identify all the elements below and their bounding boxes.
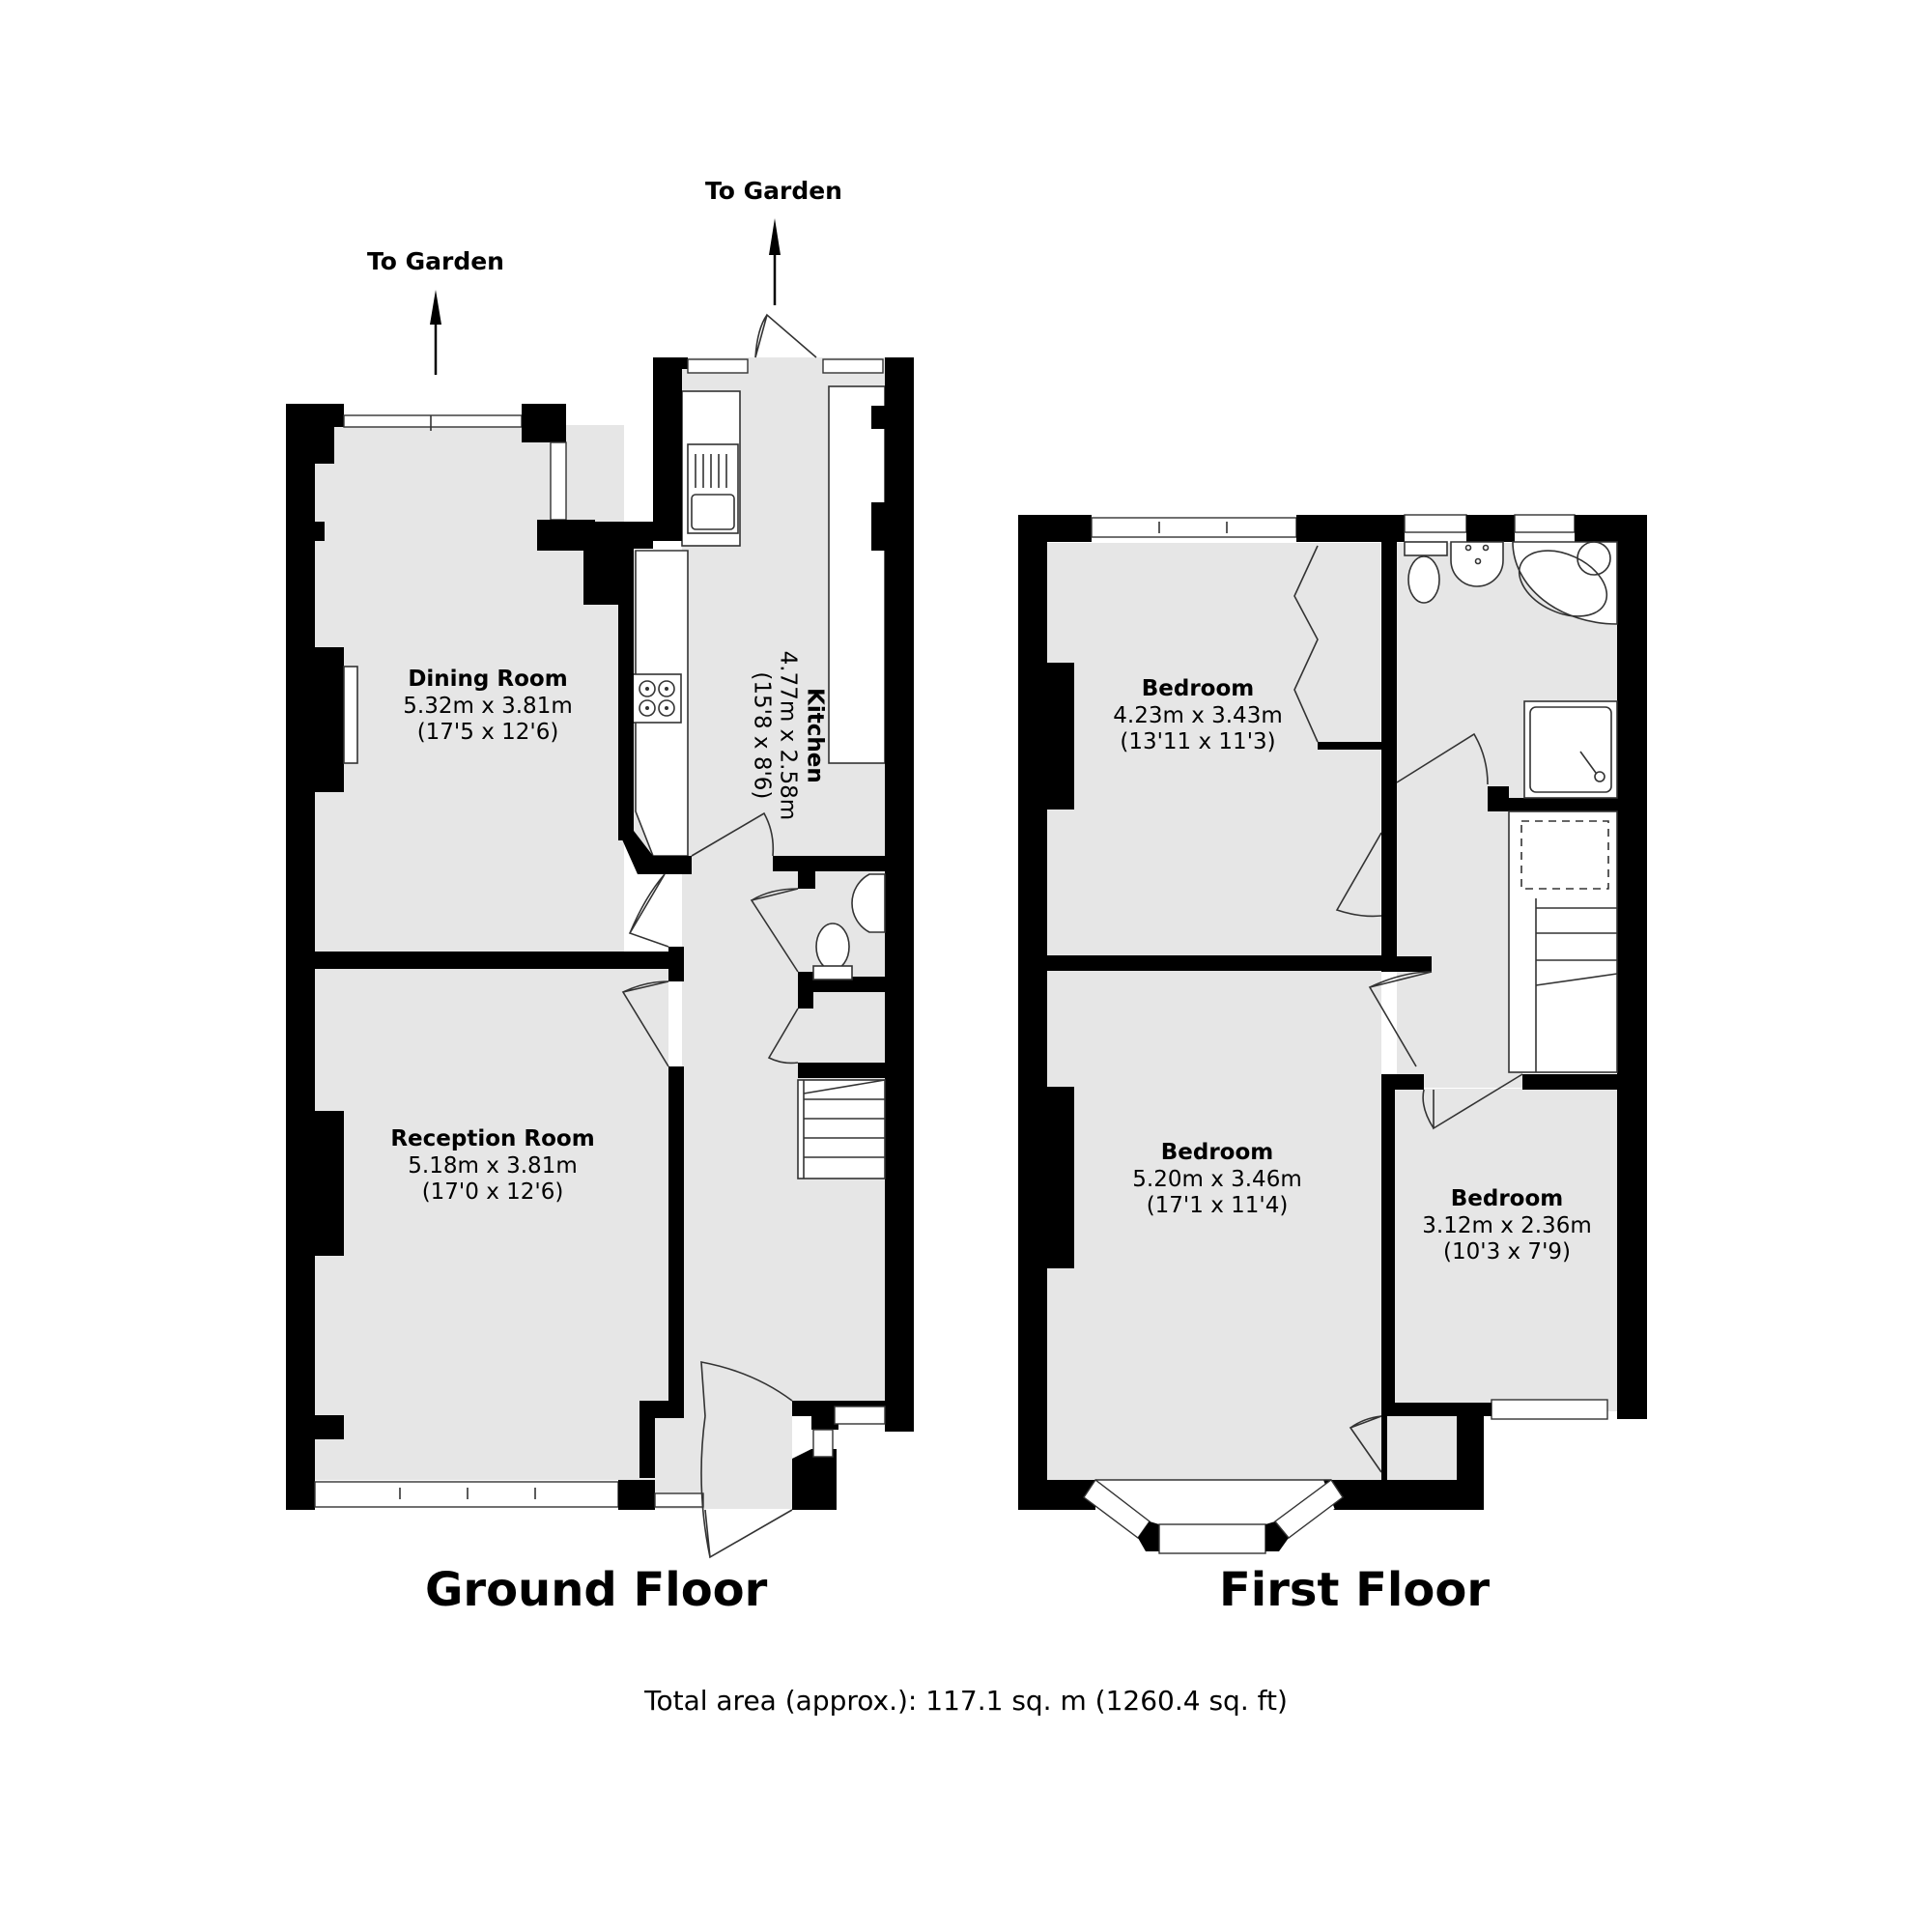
- kitchen-back-door-swing: [754, 313, 817, 358]
- room-metric: 5.20m x 3.46m: [1132, 1166, 1302, 1192]
- to-garden-label-left: To Garden: [367, 247, 504, 275]
- bathroom-window-right: [1514, 514, 1576, 533]
- first-floor-plan: [1018, 514, 1647, 1554]
- room-metric: 4.23m x 3.43m: [1113, 702, 1283, 728]
- bay-window-center: [1158, 1523, 1266, 1554]
- bedroom-1-label: Bedroom 4.23m x 3.43m (13'11 x 11'3): [1092, 676, 1304, 756]
- to-garden-label-right: To Garden: [705, 177, 842, 205]
- bedroom-1-wardrobe-doors: [1293, 545, 1319, 743]
- room-imperial: (17'5 x 12'6): [416, 720, 559, 746]
- dining-room-label: Dining Room 5.32m x 3.81m (17'5 x 12'6): [377, 667, 599, 747]
- porch-inner-door-swing: [700, 1361, 793, 1417]
- hall-window: [834, 1406, 886, 1425]
- room-name: Bedroom: [1141, 676, 1255, 701]
- wc-door-swing: [750, 888, 799, 973]
- room-name: Bedroom: [1450, 1186, 1564, 1211]
- reception-bay-window: [314, 1481, 619, 1508]
- room-metric: 5.18m x 3.81m: [408, 1152, 578, 1179]
- wc-toilet-icon: [815, 923, 850, 971]
- kitchen-hob-icon: [632, 673, 682, 724]
- reception-room-floor: [315, 966, 668, 1480]
- ground-floor-stairs: [797, 1079, 886, 1179]
- bedroom-1-door-swing: [1335, 832, 1382, 918]
- bedroom-1-window: [1091, 517, 1297, 538]
- dining-door-swing: [628, 873, 669, 948]
- total-area-text: Total area (approx.): 117.1 sq. m (1260.…: [644, 1685, 1288, 1717]
- bathroom-shower-icon: [1523, 700, 1618, 799]
- bathroom-door-swing: [1396, 732, 1489, 785]
- kitchen-hall-door-swing: [691, 811, 775, 857]
- kitchen-label: Kitchen 4.77m x 2.58m (15'8 x 8'6): [748, 619, 828, 851]
- bedroom-2-floor: [1047, 971, 1381, 1480]
- dining-room-floor: [315, 425, 624, 952]
- dining-room-side-window: [550, 441, 567, 521]
- wc-basin-icon: [851, 873, 886, 933]
- room-name: Dining Room: [408, 667, 568, 692]
- kitchen-window-left: [687, 358, 749, 374]
- reception-room-label: Reception Room 5.18m x 3.81m (17'0 x 12'…: [377, 1126, 609, 1207]
- cupboard-door-swing: [1349, 1415, 1382, 1473]
- ground-floor-title: Ground Floor: [425, 1563, 768, 1617]
- bay-window-right: [1273, 1478, 1344, 1539]
- bedroom-3-door-swing: [1422, 1073, 1523, 1130]
- cupboard-door-swing: [767, 1008, 799, 1065]
- first-floor-title: First Floor: [1219, 1563, 1491, 1617]
- room-imperial: (15'8 x 8'6): [749, 671, 775, 800]
- bedroom-2-door-swing: [1368, 971, 1433, 1067]
- kitchen-window-right: [822, 358, 884, 374]
- bedroom-3-floor: [1395, 1089, 1617, 1411]
- landing-floor: [1397, 798, 1522, 1088]
- kitchen-worktop-right: [828, 385, 886, 764]
- bedroom-3-window: [1491, 1399, 1608, 1420]
- room-metric: 3.12m x 2.36m: [1422, 1212, 1592, 1238]
- front-door-swing: [700, 1415, 793, 1559]
- reception-door-swing: [621, 980, 669, 1067]
- bedroom-2-label: Bedroom 5.20m x 3.46m (17'1 x 11'4): [1111, 1140, 1323, 1220]
- room-imperial: (17'0 x 12'6): [421, 1179, 564, 1206]
- bathroom-corner-bath-icon: [1512, 541, 1618, 625]
- first-floor-stairs: [1508, 810, 1618, 1073]
- porch-window: [654, 1492, 704, 1508]
- room-imperial: (13'11 x 11'3): [1120, 729, 1276, 755]
- room-imperial: (10'3 x 7'9): [1443, 1239, 1571, 1265]
- room-imperial: (17'1 x 11'4): [1146, 1193, 1289, 1219]
- cupboard-floor: [1387, 1416, 1457, 1480]
- room-metric: 5.32m x 3.81m: [403, 693, 573, 719]
- room-name: Bedroom: [1160, 1140, 1274, 1165]
- ground-floor-plan: [286, 313, 914, 1559]
- room-name: Kitchen: [802, 688, 828, 783]
- room-metric: 4.77m x 2.58m: [775, 650, 801, 821]
- bedroom-3-label: Bedroom 3.12m x 2.36m (10'3 x 7'9): [1410, 1186, 1604, 1266]
- bathroom-window-left: [1404, 514, 1467, 533]
- dining-room-patio-door: [343, 414, 523, 428]
- bathroom-toilet-icon: [1407, 555, 1440, 604]
- room-name: Reception Room: [390, 1126, 595, 1151]
